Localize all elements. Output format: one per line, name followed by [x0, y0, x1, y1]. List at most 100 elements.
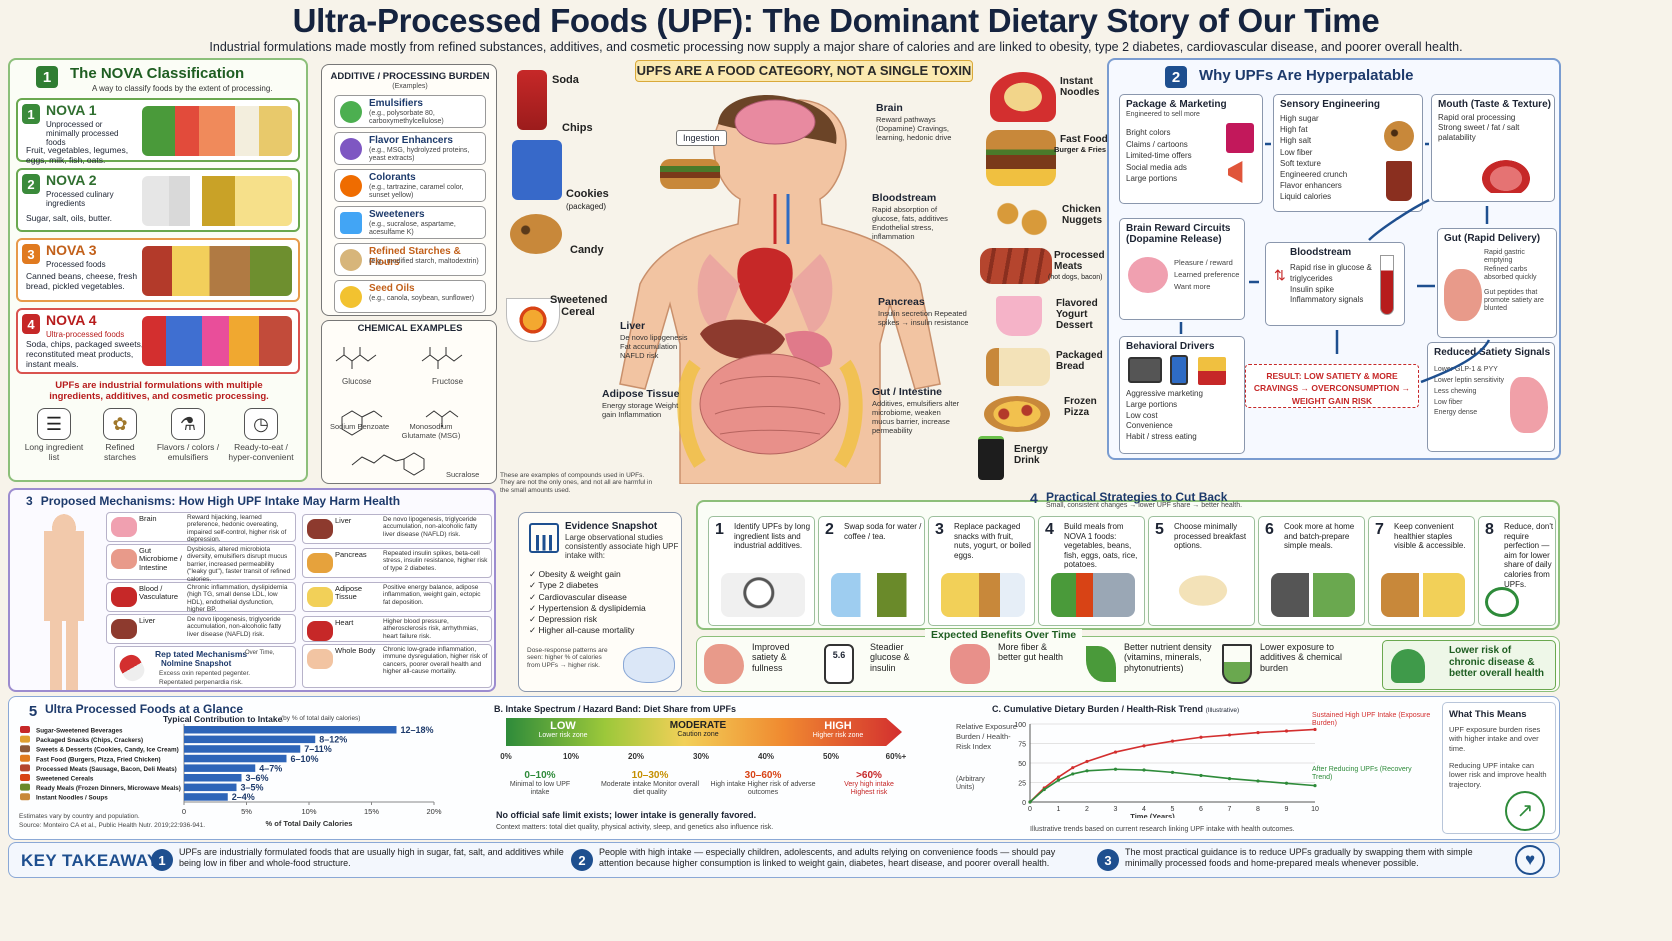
nova-group-3: 3 NOVA 3 Processed foods Canned beans, c…	[16, 238, 300, 302]
nova-group-desc: Fruit, vegetables, legumes, eggs, milk, …	[26, 145, 129, 165]
mouth-icon	[1478, 157, 1534, 193]
section-number: 2	[1165, 66, 1187, 88]
nova-title: The NOVA Classification	[70, 65, 245, 82]
legend-high: Sustained High UPF Intake (Exposure Burd…	[1312, 712, 1431, 728]
clock-icon: ◷	[244, 408, 278, 440]
feature-label: Long ingredient list	[24, 442, 84, 462]
additive-desc: (e.g., polysorbate 80, carboxymethylcell…	[369, 110, 444, 125]
box-title: Package & Marketing	[1126, 99, 1227, 110]
box-title: Bloodstream	[1290, 247, 1352, 258]
bar	[184, 774, 242, 782]
nova-group-title: NOVA 3	[46, 242, 97, 258]
food-label: Burger & Fries	[1054, 145, 1107, 154]
food-label: (hot dogs, bacon)	[1048, 274, 1103, 281]
processed-foods-image	[142, 246, 292, 296]
nova-group-title: NOVA 4	[46, 312, 97, 328]
food-label: Soda	[552, 74, 579, 86]
bar	[184, 735, 316, 744]
nova-badge: 1	[22, 104, 40, 124]
stomach-icon	[704, 644, 744, 684]
additive-item: Sweeteners(e.g., sucralose, aspartame, a…	[334, 206, 486, 239]
adipose-icon	[307, 587, 333, 607]
chem-name: Glucose	[342, 377, 372, 386]
chem-name: Sodium Benzoate	[330, 422, 390, 431]
chem-name: Monosodium Glutamate (MSG)	[401, 422, 461, 440]
page-subtitle: Industrial formulations made mostly from…	[209, 40, 1463, 54]
chips-image	[512, 140, 562, 200]
x-axis-label: Time (Years)	[1130, 812, 1175, 818]
range-item: 0–10%Minimal to low UPF intake	[509, 770, 571, 797]
x-tick-label: 10	[1311, 806, 1319, 813]
trend-note: Illustrative trends based on current res…	[1030, 826, 1295, 833]
gut-rapid-box: Gut (Rapid Delivery) Rapid gastric empty…	[1437, 228, 1557, 338]
category-icon	[20, 754, 30, 762]
blood-vessel-icon	[111, 587, 137, 607]
soda-image	[517, 70, 547, 130]
water-bottle-icon	[831, 573, 915, 617]
category-label: Sweets & Desserts (Cookies, Candy, Ice C…	[36, 747, 179, 754]
y-tick-label: 25	[1018, 781, 1026, 788]
evidence-title: Evidence Snapshot	[565, 521, 658, 532]
takeaway-number: 2	[571, 849, 593, 871]
feature-label: Flavors / colors / emulsifiers	[156, 442, 220, 462]
bar	[184, 726, 397, 734]
range-item: >60%Very high intake Highest risk	[844, 770, 894, 797]
y-tick-label: 50	[1018, 761, 1026, 768]
category-icon	[20, 793, 30, 801]
nova-group-1: 1 NOVA 1 Unprocessed or minimally proces…	[16, 98, 300, 165]
box-title: Brain Reward Circuits (Dopamine Release)	[1126, 223, 1231, 245]
benefit-item: Lower risk of chronic disease & better o…	[1449, 645, 1545, 679]
yogurt-image	[996, 296, 1042, 336]
oil-drop-icon	[340, 286, 362, 308]
chemical-structures	[335, 347, 463, 476]
chem-note: These are examples of compounds used in …	[500, 472, 653, 494]
x-tick-label: 6	[1199, 806, 1203, 813]
starch-pile-icon	[340, 249, 362, 271]
chem-name: Fructose	[432, 377, 464, 386]
cookies-image	[510, 214, 562, 254]
series-point	[1199, 735, 1203, 739]
body-organs-figure	[28, 514, 100, 690]
additive-name: Refined Starches & Flours	[369, 246, 461, 268]
chem-title: CHEMICAL EXAMPLES	[357, 323, 463, 334]
spectrum-tick-label: 40%	[757, 752, 775, 761]
feature-label: Refined starches	[103, 442, 137, 462]
x-tick-label: 5%	[241, 807, 252, 816]
series-point	[1284, 781, 1289, 785]
reduced-satiety-box: Reduced Satiety Signals Lower GLP-1 & PY…	[1427, 342, 1555, 452]
box-title: Behavioral Drivers	[1126, 341, 1215, 352]
upf-feature: ◷ Ready-to-eat / hyper-convenient	[222, 408, 300, 463]
x-tick-label: 4	[1142, 806, 1146, 813]
cereal-image	[506, 298, 560, 342]
section-number: 5	[28, 702, 38, 720]
benefit-item: Better nutrient density (vitamins, miner…	[1124, 642, 1212, 673]
intestine-icon	[950, 644, 990, 684]
whole-body-icon	[307, 649, 333, 669]
category-label: Packaged Snacks (Chips, Crackers)	[36, 737, 143, 744]
box-title: Reduced Satiety Signals	[1434, 347, 1551, 358]
chem-name: Sucralose	[446, 470, 480, 479]
energy-drink-image	[978, 436, 1004, 480]
person-heart-icon	[1391, 649, 1425, 683]
category-icon	[20, 764, 30, 772]
bar-value-label: 3–5%	[241, 783, 264, 793]
spectrum-tick-label: 30%	[692, 752, 710, 761]
takeaway-number: 1	[151, 849, 173, 871]
box-title: Gut (Rapid Delivery)	[1444, 233, 1541, 244]
snapshot-title: Rep tated Mechanisms	[155, 649, 248, 659]
flow-arrows	[1179, 142, 1491, 384]
